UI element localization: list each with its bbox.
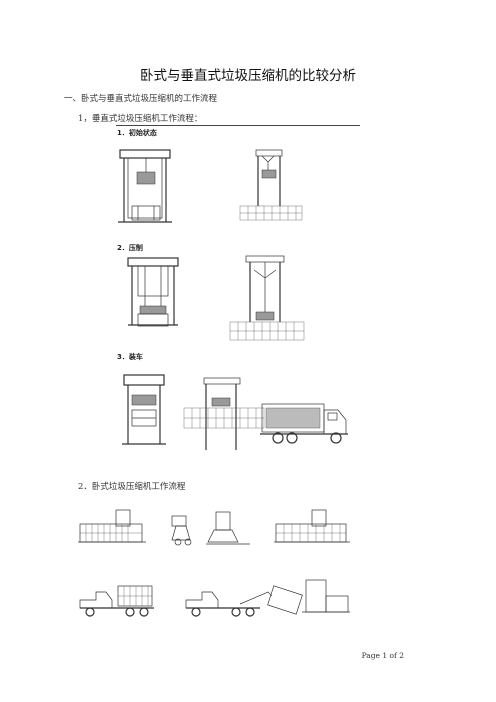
stage-label-press: 2．压制	[117, 244, 143, 252]
vertical-compactor-side-loading	[183, 377, 265, 450]
horizontal-compactor-step-2	[171, 515, 192, 546]
horizontal-compactor-step-1	[78, 509, 146, 543]
horizontal-truck-step-6	[185, 579, 350, 617]
horizontal-compactor-step-4	[274, 509, 350, 543]
section1-subheading: 1，垂直式垃圾压缩机工作流程：	[78, 114, 203, 124]
stage-label-loading: 3．装车	[117, 353, 143, 361]
stage-label-initial: 1．初始状态	[117, 129, 157, 137]
horizontal-compactor-step-3	[206, 511, 250, 545]
garbage-truck-loaded	[260, 403, 348, 444]
vertical-compactor-side-press	[229, 255, 305, 341]
vertical-compactor-front-press	[127, 257, 179, 327]
vertical-compactor-side-initial	[239, 149, 303, 221]
horizontal-truck-step-5	[79, 585, 154, 617]
section2-heading: 2．卧式垃圾压缩机工作流程	[78, 482, 186, 492]
horizontal-rule	[116, 125, 360, 126]
section1-heading: 一、卧式与垂直式垃圾压缩机的工作流程	[64, 94, 218, 104]
page-footer: Page 1 of 2	[361, 651, 404, 660]
vertical-compactor-front-initial	[118, 149, 172, 223]
vertical-compactor-front-loading	[122, 374, 166, 445]
document-title: 卧式与垂直式垃圾压缩机的比较分析	[140, 68, 356, 84]
